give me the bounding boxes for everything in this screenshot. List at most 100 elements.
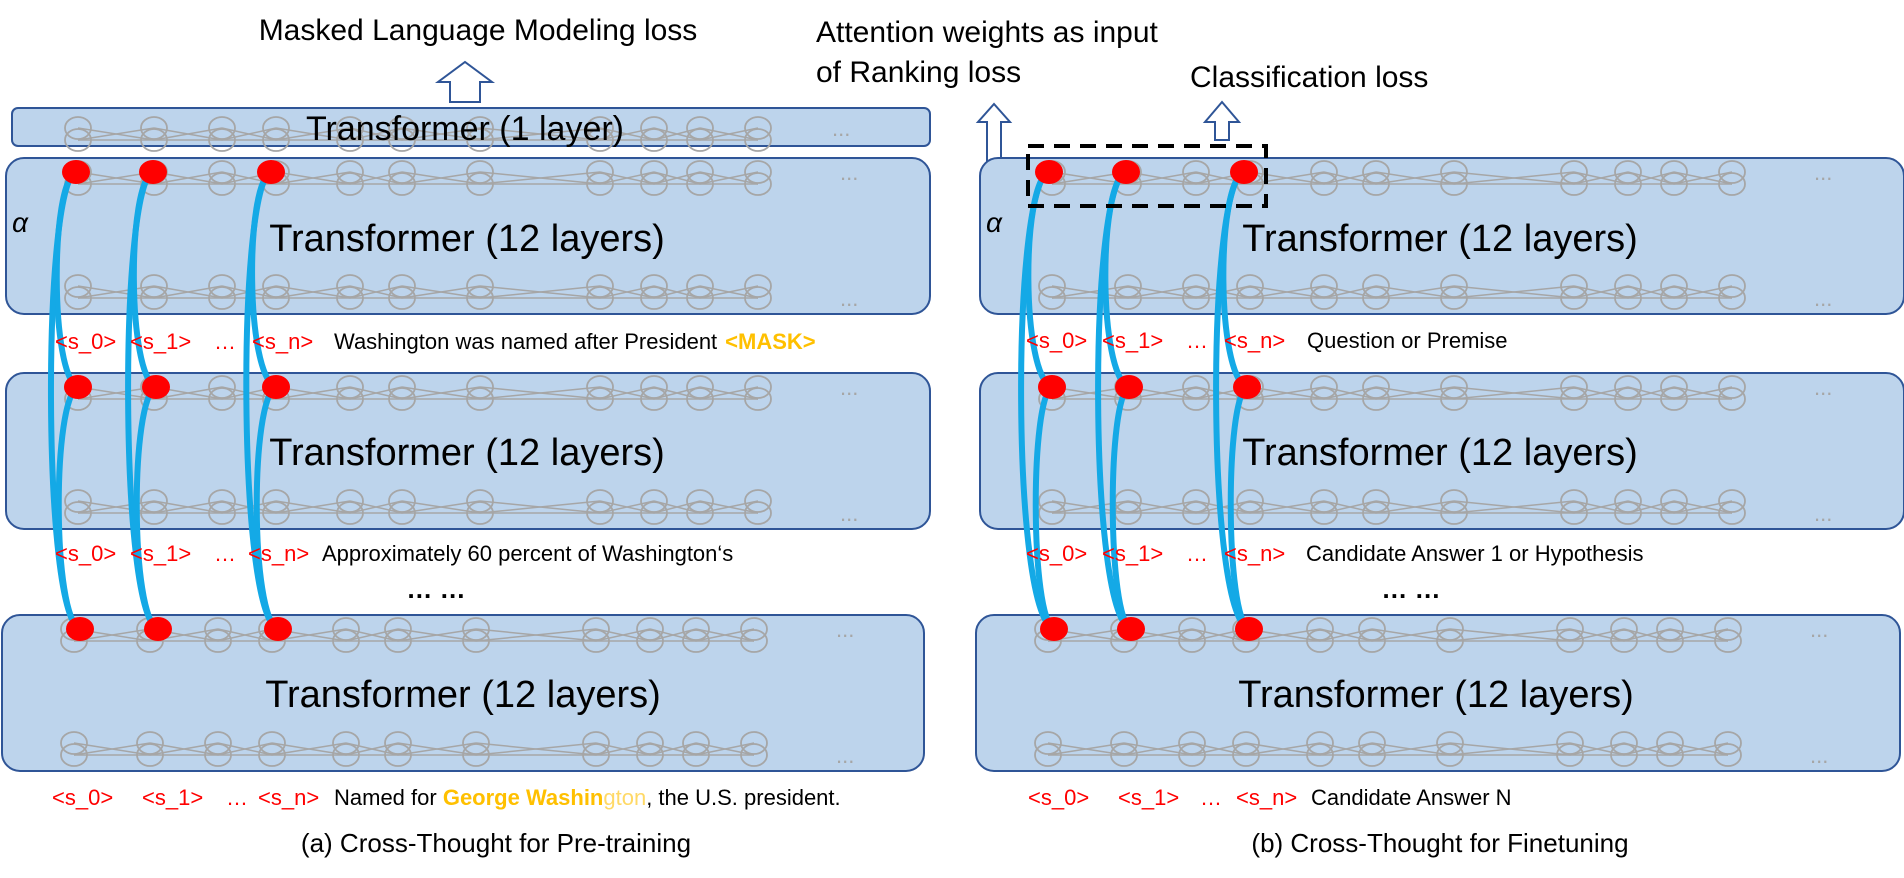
neuron-node — [466, 160, 494, 184]
sentence-embedding-node — [1117, 617, 1145, 641]
connection-line — [349, 285, 403, 299]
neuron-node — [1310, 501, 1338, 525]
neuron-node — [1556, 617, 1584, 641]
hidden-ellipsis: ... — [836, 743, 854, 768]
neuron-node — [1182, 286, 1210, 310]
sentence-embedding-node — [139, 160, 167, 184]
token-sn: <s_n> — [252, 329, 313, 354]
neuron-node — [586, 274, 614, 298]
neuron-node — [1718, 387, 1746, 411]
neuron-node — [1362, 501, 1390, 525]
neuron-node — [1178, 731, 1206, 755]
panel-b: Attention weights as input of Ranking lo… — [816, 16, 1904, 858]
connection-line — [653, 127, 701, 141]
token-row-a3: <s_0> <s_1> … <s_n> Named for George Was… — [52, 785, 841, 810]
neuron-node — [388, 501, 416, 525]
connection-line — [653, 285, 701, 299]
neuron-node — [1714, 629, 1742, 653]
neuron-node — [586, 375, 614, 399]
highlight-name: George Washin — [443, 785, 604, 810]
connection-line — [699, 500, 759, 514]
neuron-node — [332, 743, 360, 767]
neuron-node — [1660, 375, 1688, 399]
token-s0: <s_0> — [1026, 328, 1087, 353]
connection-line — [1627, 386, 1675, 400]
alpha-symbol-a: α — [12, 207, 29, 238]
connection-line — [479, 500, 601, 514]
neuron-node — [64, 128, 92, 152]
neuron-node — [466, 172, 494, 196]
neuron-node — [1114, 286, 1142, 310]
neuron-node — [1440, 489, 1468, 513]
connection-line — [1627, 285, 1675, 299]
neuron-node — [262, 286, 290, 310]
token-row-b1: <s_0> <s_1> … <s_n> Question or Premise — [1026, 328, 1508, 353]
neuron-node — [1358, 617, 1386, 641]
connection-line — [1127, 386, 1197, 400]
neuron-node — [140, 286, 168, 310]
neuron-node — [1182, 501, 1210, 525]
neuron-node — [1362, 387, 1390, 411]
attention-link — [1018, 169, 1057, 632]
token-s1: <s_1> — [142, 785, 203, 810]
connection-line — [479, 285, 601, 299]
connection-line — [649, 628, 697, 642]
neuron-node — [1236, 274, 1264, 298]
neuron-node — [744, 387, 772, 411]
neuron-node — [466, 274, 494, 298]
neuron-node — [744, 286, 772, 310]
neuron-node — [262, 274, 290, 298]
connection-line — [1673, 171, 1733, 185]
neuron-node — [1114, 274, 1142, 298]
token-row-b3: <s_0> <s_1> … <s_n> Candidate Answer N — [1028, 785, 1512, 810]
neuron-node — [586, 116, 614, 140]
token-s1: <s_1> — [1102, 541, 1163, 566]
neuron-node — [262, 489, 290, 513]
neuron-node — [640, 286, 668, 310]
neuron-node — [64, 286, 92, 310]
connection-line — [217, 742, 273, 756]
neuron-node — [384, 743, 412, 767]
neuron-node — [204, 617, 232, 641]
neuron-node — [744, 160, 772, 184]
attention-link — [125, 169, 161, 632]
neuron-node — [1362, 172, 1390, 196]
neuron-node — [586, 128, 614, 152]
neuron-node — [640, 387, 668, 411]
neuron-node — [586, 172, 614, 196]
neuron-node — [1310, 286, 1338, 310]
classification-selection-box — [1026, 144, 1268, 208]
neuron-node — [1560, 172, 1588, 196]
sentence-embedding-node — [1040, 617, 1068, 641]
connection-line — [1449, 628, 1571, 642]
sentence-embedding-node — [262, 375, 290, 399]
connection-line — [649, 742, 697, 756]
neuron-node — [64, 501, 92, 525]
neuron-node — [1560, 387, 1588, 411]
connection-line — [1453, 386, 1575, 400]
neuron-node — [1660, 160, 1688, 184]
neuron-node — [1440, 387, 1468, 411]
hidden-ellipsis: ... — [1814, 286, 1832, 311]
neuron-node — [686, 387, 714, 411]
connection-line — [1573, 285, 1629, 299]
sentence-embedding-node — [1233, 375, 1261, 399]
neuron-node — [1560, 501, 1588, 525]
connection-line — [153, 285, 223, 299]
connection-line — [1191, 742, 1247, 756]
neuron-node — [636, 617, 664, 641]
neuron-node — [388, 116, 416, 140]
neuron-node — [1560, 489, 1588, 513]
neuron-node — [1440, 274, 1468, 298]
connection-line — [217, 628, 273, 642]
neuron-node — [1718, 375, 1746, 399]
connection-line — [1673, 285, 1733, 299]
neuron-node — [64, 116, 92, 140]
neuron-node — [1614, 160, 1642, 184]
neuron-node — [1560, 274, 1588, 298]
token-dots: … — [1186, 541, 1208, 566]
connection-line — [479, 127, 601, 141]
neuron-node — [262, 128, 290, 152]
neuron-node — [1614, 501, 1642, 525]
hidden-ellipsis: ... — [840, 375, 858, 400]
